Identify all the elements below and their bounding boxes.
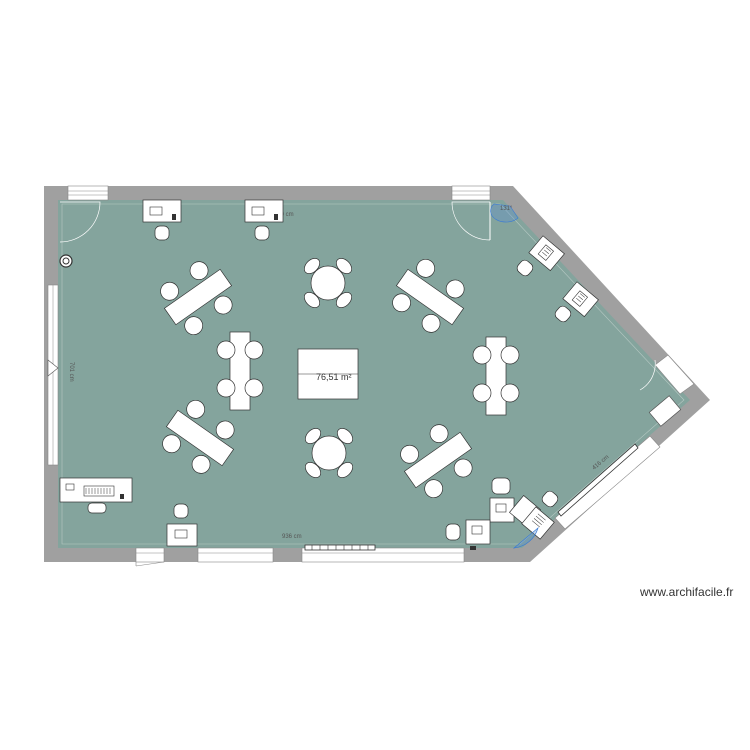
desk-top-2 <box>244 199 284 241</box>
center-table <box>297 348 359 400</box>
dim-left-height: 701 cm <box>68 362 74 382</box>
angle-label: 131° <box>500 206 513 212</box>
chair-right-2 <box>554 305 572 323</box>
door-bottom-right <box>512 526 539 549</box>
table-angled-lower-right <box>400 424 473 499</box>
dim-top-width: 900 cm <box>274 212 294 218</box>
table-angled-lower-left <box>162 399 235 474</box>
window-bottom-mid-left <box>197 547 274 563</box>
radiator-diagonal <box>557 443 639 517</box>
desk-right-2 <box>562 281 599 318</box>
window-bottom-mid <box>301 547 465 563</box>
table-vertical-left <box>216 331 264 411</box>
angle-arc <box>490 203 519 223</box>
desk-bottom-left <box>59 477 133 514</box>
box-right-corner <box>648 395 682 427</box>
round-fixture <box>59 254 73 268</box>
radiator-bottom <box>304 544 376 551</box>
table-vertical-right <box>472 336 520 416</box>
window-top-right <box>451 185 491 201</box>
area-label: 76,51 m² <box>316 372 352 382</box>
table-angled-upper-right <box>392 258 465 333</box>
desk-right-1 <box>528 235 565 272</box>
desk-bottom-small <box>166 503 198 547</box>
window-bottom-left <box>135 547 165 563</box>
window-diagonal-upper <box>654 354 695 395</box>
door-arc-top-right <box>451 201 491 241</box>
desk-top-1 <box>142 199 182 241</box>
credit-text: www.archifacile.fr <box>640 585 734 599</box>
door-bottom-left <box>135 561 165 567</box>
round-table-bottom <box>305 428 353 478</box>
dim-bottom-width: 936 cm <box>282 534 302 540</box>
window-top-left <box>67 185 109 201</box>
desk-cluster-bottom-right <box>445 477 559 550</box>
round-table-top <box>304 258 352 308</box>
table-angled-upper-left <box>160 261 233 336</box>
door-arc-top-left <box>59 201 101 243</box>
chair-right-1 <box>516 259 534 277</box>
